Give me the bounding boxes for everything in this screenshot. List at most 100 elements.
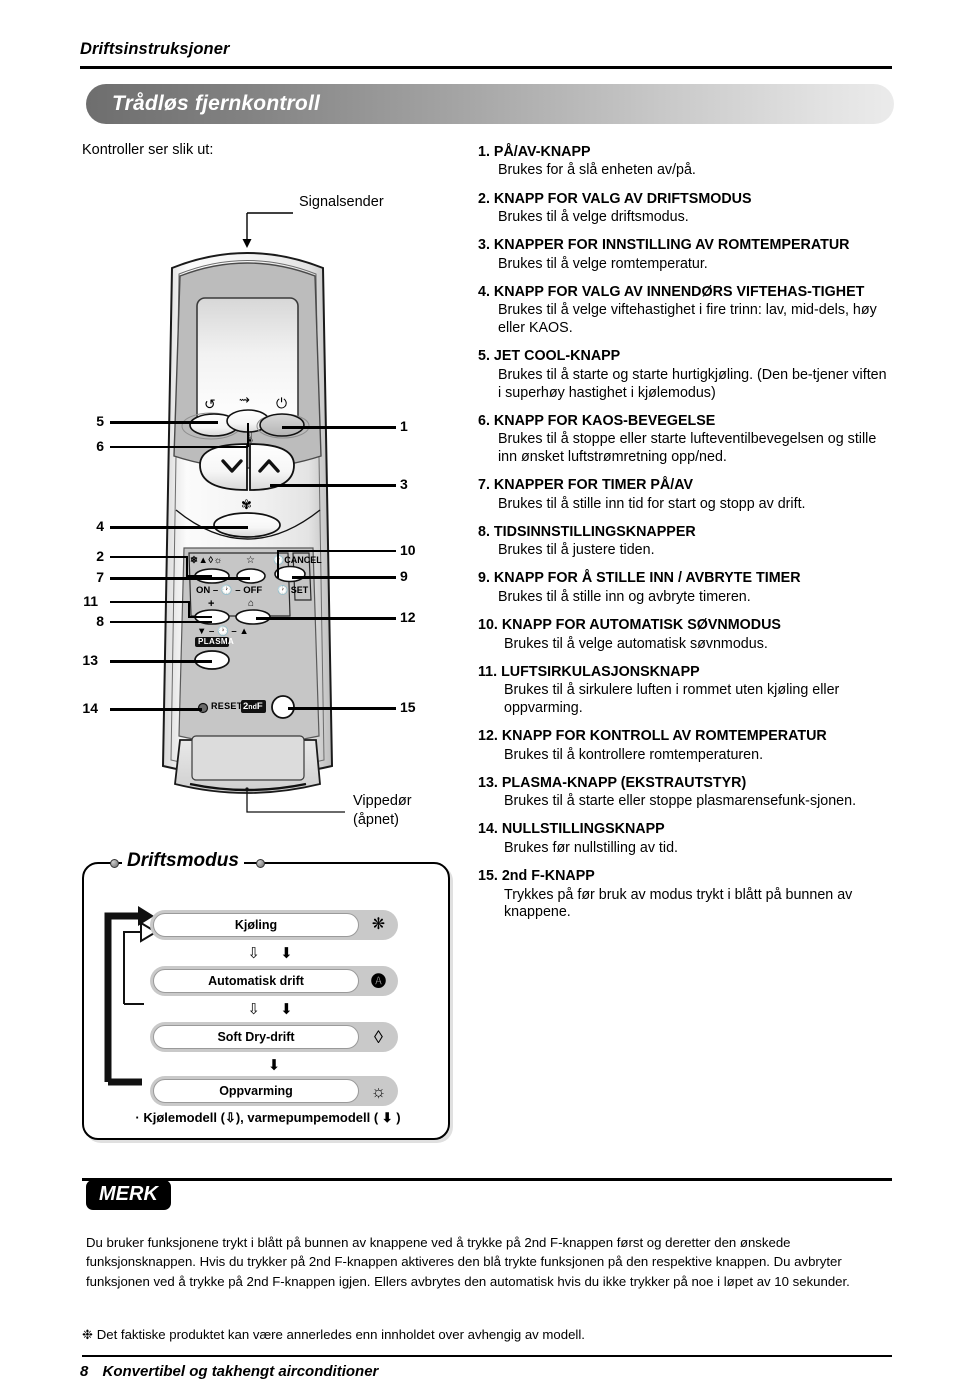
callout-1: 1: [400, 418, 408, 434]
mode-row-kjoling[interactable]: Kjøling ❋: [150, 910, 398, 940]
spec-item-10: 10. KNAPP FOR AUTOMATISK SØVNMODUS Bruke…: [478, 617, 890, 653]
spec-body-6: Brukes til å stoppe eller starte lufteve…: [498, 431, 877, 465]
callout-2-line-h2: [186, 575, 212, 577]
callout-12: 12: [400, 609, 416, 625]
spec-item-13: 13. PLASMA-KNAPP (EKSTRAUTSTYR) Brukes t…: [478, 775, 890, 811]
page-header: Driftsinstruksjoner: [80, 40, 892, 69]
callout-8-line: [110, 621, 212, 623]
mode-label-softdry: Soft Dry-drift: [153, 1025, 359, 1049]
spec-title-8: 8. TIDSINNSTILLINGSKNAPPER: [478, 523, 696, 540]
snowflake-icon: ❋: [371, 916, 386, 933]
spec-title-3: 3. KNAPPER FOR INNSTILLING AV ROMTEMPERA…: [478, 237, 850, 254]
spec-title-5: 5. JET COOL-KNAPP: [478, 348, 621, 365]
callout-10-line: [278, 550, 396, 552]
spec-body-12: Brukes til å kontrollere romtemperaturen…: [504, 746, 764, 763]
page-footer: 8 Konvertibel og takhengt airconditioner: [80, 1363, 378, 1380]
spec-body-1: Brukes for å slå enheten av/på.: [498, 162, 696, 179]
spec-item-12: 12. KNAPP FOR KONTROLL AV ROMTEMPERATUR …: [478, 728, 890, 764]
hinge-door-label-line1: Vippedør: [353, 793, 412, 809]
spec-title-7: 7. KNAPPER FOR TIMER PÅ/AV: [478, 477, 694, 494]
decorative-dot-right: [256, 859, 265, 868]
spec-title-15: 15. 2nd F-KNAPP: [478, 868, 595, 885]
spec-item-6: 6. KNAPP FOR KAOS-BEVEGELSE Brukes til å…: [478, 413, 890, 467]
spec-body-10: Brukes til å velge automatisk søvnmodus.: [504, 635, 768, 652]
intro-text: Kontroller ser slik ut:: [82, 142, 214, 158]
merk-divider: [82, 1178, 892, 1181]
signalsender-label: Signalsender: [299, 194, 384, 210]
spec-title-2: 2. KNAPP FOR VALG AV DRIFTSMODUS: [478, 190, 752, 207]
callout-8: 8: [96, 613, 104, 629]
operation-mode-diagram: Driftsmodus Kjøling ❋ ⇩ ⬇ Automatisk dri…: [82, 850, 450, 1140]
spec-title-4: 4. KNAPP FOR VALG AV INNENDØRS VIFTEHAS-…: [478, 283, 865, 300]
mode-arrow-1: ⇩ ⬇: [247, 945, 301, 962]
callout-2-line-v: [186, 556, 188, 576]
water-drop-icon: ◊: [374, 1027, 383, 1047]
hinge-door-label-line2: (åpnet): [353, 812, 399, 829]
mode-arrow-3: ⬇: [267, 1057, 281, 1074]
running-head: Driftsinstruksjoner: [80, 40, 230, 58]
mode-label-oppvarming: Oppvarming: [153, 1079, 359, 1103]
callout-15-line: [288, 707, 396, 710]
spec-item-14: 14. NULLSTILLINGSKNAPP Brukes før nullst…: [478, 821, 890, 857]
remote-control-figure: ↺ ⇝ ⏻ 🌡 ✾ ❄▲◊☼ ☆ 🕐CANCEL ON – 🕐 – OFF 🕐 …: [80, 180, 480, 860]
mode-row-automatisk[interactable]: Automatisk drift 🅐: [150, 966, 398, 996]
mode-loop-arrows: [104, 906, 158, 1086]
callout-14: 14: [82, 700, 98, 716]
callout-4: 4: [96, 518, 104, 534]
mode-row-softdry[interactable]: Soft Dry-drift ◊: [150, 1022, 398, 1052]
spec-body-4: Brukes til å velge viftehastighet i fire…: [498, 302, 877, 337]
spec-item-7: 7. KNAPPER FOR TIMER PÅ/AV Brukes til å …: [478, 477, 890, 513]
mode-arrow-2: ⇩ ⬇: [247, 1001, 301, 1018]
callout-11: 11: [83, 593, 98, 609]
merk-badge: MERK: [86, 1180, 171, 1210]
spec-item-9: 9. KNAPP FOR Å STILLE INN / AVBRYTE TIME…: [478, 570, 890, 606]
spec-title-14: 14. NULLSTILLINGSKNAPP: [478, 821, 665, 838]
section-title-bar: Trådløs fjernkontroll: [86, 84, 894, 124]
operation-mode-title: Driftsmodus: [122, 850, 244, 872]
mode-label-automatisk: Automatisk drift: [153, 969, 359, 993]
spec-title-6: 6. KNAPP FOR KAOS-BEVEGELSE: [478, 412, 716, 429]
callout-12-line: [256, 617, 396, 620]
spec-body-9: Brukes til å stille inn og avbryte timer…: [498, 588, 751, 605]
button-description-list: 1. PÅ/AV-KNAPP Brukes for å slå enheten …: [478, 144, 890, 932]
spec-item-8: 8. TIDSINNSTILLINGSKNAPPER Brukes til å …: [478, 524, 890, 560]
callout-2: 2: [96, 548, 104, 564]
mode-row-oppvarming[interactable]: Oppvarming ☼: [150, 1076, 398, 1106]
spec-title-1: 1. PÅ/AV-KNAPP: [478, 144, 591, 160]
decorative-dot-left: [110, 859, 119, 868]
spec-title-10: 10. KNAPP FOR AUTOMATISK SØVNMODUS: [478, 617, 781, 634]
spec-item-4: 4. KNAPP FOR VALG AV INNENDØRS VIFTEHAS-…: [478, 284, 890, 338]
header-divider: [80, 66, 892, 69]
spec-body-7: Brukes til å stille inn tid for start og…: [498, 495, 806, 512]
callout-11-line-h2: [188, 616, 212, 618]
callout-6-line: [110, 446, 248, 448]
callout-3-line: [270, 484, 396, 487]
spec-item-5: 5. JET COOL-KNAPP Brukes til å starte og…: [478, 348, 890, 402]
remote-illustration: [161, 212, 345, 813]
merk-body-text: Du bruker funksjonene trykt i blått på b…: [86, 1235, 850, 1289]
callout-4-line: [110, 526, 248, 529]
operation-mode-footnote: · Kjølemodell (⇩), varmepumpemodell ( ⬇ …: [135, 1110, 401, 1125]
callout-10-line-v: [277, 550, 279, 578]
sun-icon: ☼: [370, 1081, 387, 1101]
callout-2-line: [110, 556, 188, 558]
spec-body-8: Brukes til å justere tiden.: [498, 542, 655, 559]
callout-9-line: [292, 576, 396, 579]
callout-5: 5: [96, 413, 104, 429]
callout-13-line: [110, 660, 212, 663]
spec-body-11: Brukes til å sirkulere luften i rommet u…: [504, 682, 840, 716]
spec-title-12: 12. KNAPP FOR KONTROLL AV ROMTEMPERATUR: [478, 728, 827, 745]
page-title: Trådløs fjernkontroll: [112, 92, 321, 115]
callout-11-line: [110, 601, 190, 603]
spec-body-3: Brukes til å velge romtemperatur.: [498, 255, 708, 272]
callout-15: 15: [400, 699, 416, 715]
page-number: 8: [80, 1363, 89, 1380]
spec-body-15: Trykkes på før bruk av modus trykt i blå…: [504, 886, 853, 921]
spec-item-3: 3. KNAPPER FOR INNSTILLING AV ROMTEMPERA…: [478, 237, 890, 273]
callout-1-line: [282, 426, 396, 429]
footer-divider: [82, 1355, 892, 1358]
callout-3: 3: [400, 476, 408, 492]
merk-note-text: ❉ Det faktiske produktet kan være annerl…: [82, 1327, 585, 1342]
spec-title-11: 11. LUFTSIRKULASJONSKNAPP: [478, 663, 700, 680]
spec-item-1: 1. PÅ/AV-KNAPP Brukes for å slå enheten …: [478, 144, 890, 180]
